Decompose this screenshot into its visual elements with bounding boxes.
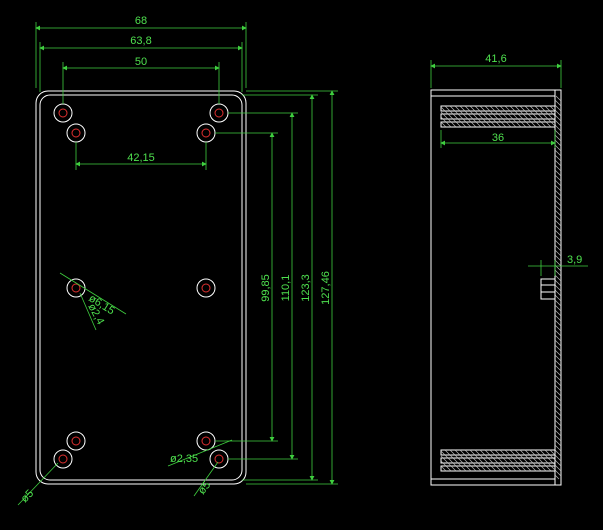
dim-depth-inner: 36 xyxy=(440,130,556,148)
hole-mid-right xyxy=(196,278,216,298)
hole-top-left-inner xyxy=(66,123,86,143)
dim-label-123-3: 123,3 xyxy=(300,274,312,302)
hole-bottom-right-inner xyxy=(196,431,216,451)
enclosure-outer-outline xyxy=(35,90,247,485)
dim-label-127-46: 127,46 xyxy=(320,271,332,305)
hole-bottom-left-outer xyxy=(53,449,73,469)
dim-height-overall: 127,46 xyxy=(246,90,338,485)
side-view: 41,6 36 3,9 xyxy=(430,53,588,486)
hole-top-left-outer xyxy=(53,103,73,123)
front-view: 68 63,8 50 42,15 99,85 110,1 xyxy=(17,15,338,506)
dim-label-3-9: 3,9 xyxy=(567,254,582,266)
bottom-rib xyxy=(440,449,556,472)
top-rib xyxy=(440,105,556,128)
dim-width-overall: 68 xyxy=(35,15,247,88)
dim-label-50: 50 xyxy=(135,56,147,68)
dim-label-dia-2-35: ø2,35 xyxy=(170,453,198,465)
hole-mid-left xyxy=(66,278,86,298)
dim-label-dia-5-left: ø5 xyxy=(19,488,37,506)
dim-label-41-6: 41,6 xyxy=(485,53,506,65)
dim-height-inner: 123,3 xyxy=(242,94,318,481)
side-tab xyxy=(540,278,556,300)
dim-corner-right: ø5 xyxy=(193,461,219,497)
dim-hole-diameter-bottom: ø2,35 xyxy=(167,439,233,467)
dim-height-mid: 110,1 xyxy=(228,112,298,460)
dim-width-mid: 63,8 xyxy=(39,35,243,92)
dim-inner-holes-span: 42,15 xyxy=(75,142,207,170)
hole-bottom-left-inner xyxy=(66,431,86,451)
dim-label-42-15: 42,15 xyxy=(127,152,155,164)
side-outline xyxy=(430,89,562,486)
dim-height-holes: 99,85 xyxy=(215,132,278,442)
dim-label-68: 68 xyxy=(135,15,147,27)
dim-label-dia-5-right: ø5 xyxy=(196,479,213,497)
dim-label-36: 36 xyxy=(492,132,504,144)
hole-bottom-right-outer xyxy=(209,449,229,469)
enclosure-inner-outline xyxy=(39,94,243,481)
dim-label-110-1: 110,1 xyxy=(280,275,292,302)
dim-depth-overall: 41,6 xyxy=(430,53,562,88)
dim-width-holes: 50 xyxy=(62,56,220,104)
back-wall-hatching xyxy=(554,95,562,480)
hole-top-right-outer xyxy=(209,103,229,123)
dim-tab: 3,9 xyxy=(528,254,588,276)
dim-label-63-8: 63,8 xyxy=(130,35,151,47)
dim-label-99-85: 99,85 xyxy=(260,274,272,302)
hole-top-right-inner xyxy=(196,123,216,143)
